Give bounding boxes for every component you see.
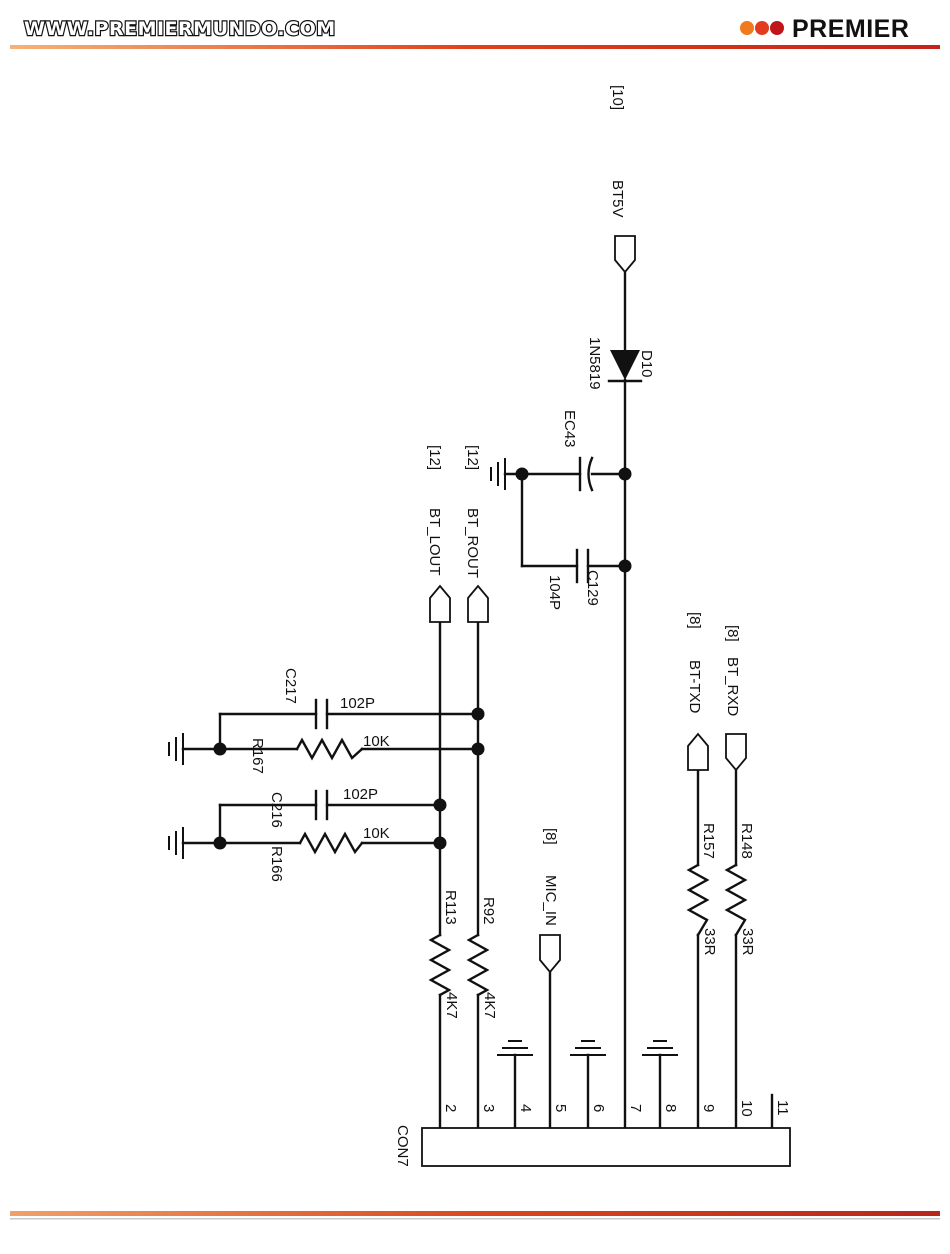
r148-ref-label: R148 — [738, 823, 755, 859]
ground-symbol-r166 — [169, 827, 183, 859]
port-bt-rout[interactable] — [468, 586, 488, 622]
logo-dot-orange — [740, 21, 754, 35]
net-label-bt-rout: BT_ROUT — [464, 508, 481, 578]
ground-symbol-r167 — [169, 733, 183, 765]
c129-ref-label: C129 — [584, 570, 601, 606]
resistor-r157[interactable] — [689, 865, 707, 935]
r113-value-label: 4K7 — [443, 992, 460, 1019]
net-ref-mic-in: [8] — [542, 828, 559, 845]
port-bt-txd[interactable] — [688, 734, 708, 770]
logo-dot-darkred — [770, 21, 784, 35]
capacitor-c216[interactable] — [316, 791, 327, 819]
connector-pin-label: 3 — [480, 1104, 497, 1112]
c217-value-label: 102P — [340, 695, 375, 712]
c129-value-label: 104P — [546, 575, 563, 610]
r157-value-label: 33R — [701, 928, 718, 956]
r157-ref-label: R157 — [700, 823, 717, 859]
resistor-r166[interactable] — [300, 834, 362, 852]
resistor-r167[interactable] — [297, 740, 362, 758]
net-ref-bt-rout: [12] — [464, 445, 481, 470]
ground-symbol-ec43 — [491, 458, 505, 490]
premier-logo: PREMIER — [740, 15, 909, 43]
ground-symbol-pin8 — [642, 1041, 678, 1055]
r167-ref-label: R167 — [249, 738, 266, 774]
capacitor-ec43[interactable] — [580, 458, 592, 490]
connector-pin-label: 10 — [738, 1100, 755, 1117]
connector-con7-body[interactable] — [422, 1128, 790, 1166]
r92-value-label: 4K7 — [481, 992, 498, 1019]
connector-pin-label: 11 — [774, 1100, 791, 1116]
connector-pin-label: 5 — [552, 1104, 569, 1112]
connector-pin-label: 6 — [590, 1104, 607, 1112]
connector-ref-label: CON7 — [394, 1125, 411, 1167]
resistor-r92[interactable] — [469, 935, 487, 995]
connector-pin-label: 4 — [517, 1104, 534, 1112]
site-url[interactable]: WWW.PREMIERMUNDO.COM — [24, 18, 336, 40]
net-label-bt5v: BT5V — [609, 180, 626, 218]
net-label-bt-rxd: BT_RXD — [724, 657, 741, 716]
footer-rule — [10, 1211, 940, 1216]
d10-value-label: 1N5819 — [586, 337, 603, 390]
r92-ref-label: R92 — [480, 897, 497, 925]
r113-ref-label: R113 — [442, 890, 459, 925]
header-rule — [10, 45, 940, 49]
labels: [10] BT5V D10 1N5819 EC43 C129 104P [12]… — [249, 85, 791, 1167]
net-ref-bt5v: [10] — [609, 85, 626, 110]
resistor-r148[interactable] — [727, 865, 745, 935]
net-ref-bt-txd: [8] — [686, 612, 703, 629]
d10-ref-label: D10 — [638, 350, 655, 378]
footer-rule-shadow — [10, 1218, 940, 1220]
logo-dot-red — [755, 21, 769, 35]
diode-d10[interactable] — [609, 350, 641, 381]
connector-pin-label: 9 — [700, 1104, 717, 1112]
c217-ref-label: C217 — [282, 668, 299, 704]
c216-value-label: 102P — [343, 786, 378, 803]
wires — [183, 270, 772, 1128]
ground-symbol-pin6 — [570, 1041, 606, 1055]
c216-ref-label: C216 — [268, 792, 285, 828]
port-bt-rxd[interactable] — [726, 734, 746, 770]
r148-value-label: 33R — [739, 928, 756, 956]
connector-pin-label: 2 — [442, 1104, 459, 1112]
connector-pin-label: 8 — [662, 1104, 679, 1112]
port-bt5v[interactable] — [615, 236, 635, 272]
net-label-mic-in: MIC_IN — [542, 875, 559, 926]
ec43-ref-label: EC43 — [561, 410, 578, 448]
ground-symbol-pin4 — [497, 1041, 533, 1055]
r167-value-label: 10K — [363, 733, 390, 750]
r166-value-label: 10K — [363, 825, 390, 842]
resistor-r113[interactable] — [431, 935, 449, 995]
net-label-bt-txd: BT-TXD — [686, 660, 703, 714]
r166-ref-label: R166 — [268, 846, 285, 882]
net-ref-bt-rxd: [8] — [724, 625, 741, 642]
connector-pin-label: 7 — [627, 1104, 644, 1112]
port-bt-lout[interactable] — [430, 586, 450, 622]
net-label-bt-lout: BT_LOUT — [426, 508, 443, 576]
capacitor-c217[interactable] — [316, 700, 327, 728]
net-ref-bt-lout: [12] — [426, 445, 443, 470]
brand-name: PREMIER — [792, 15, 909, 43]
port-mic-in[interactable] — [540, 935, 560, 972]
